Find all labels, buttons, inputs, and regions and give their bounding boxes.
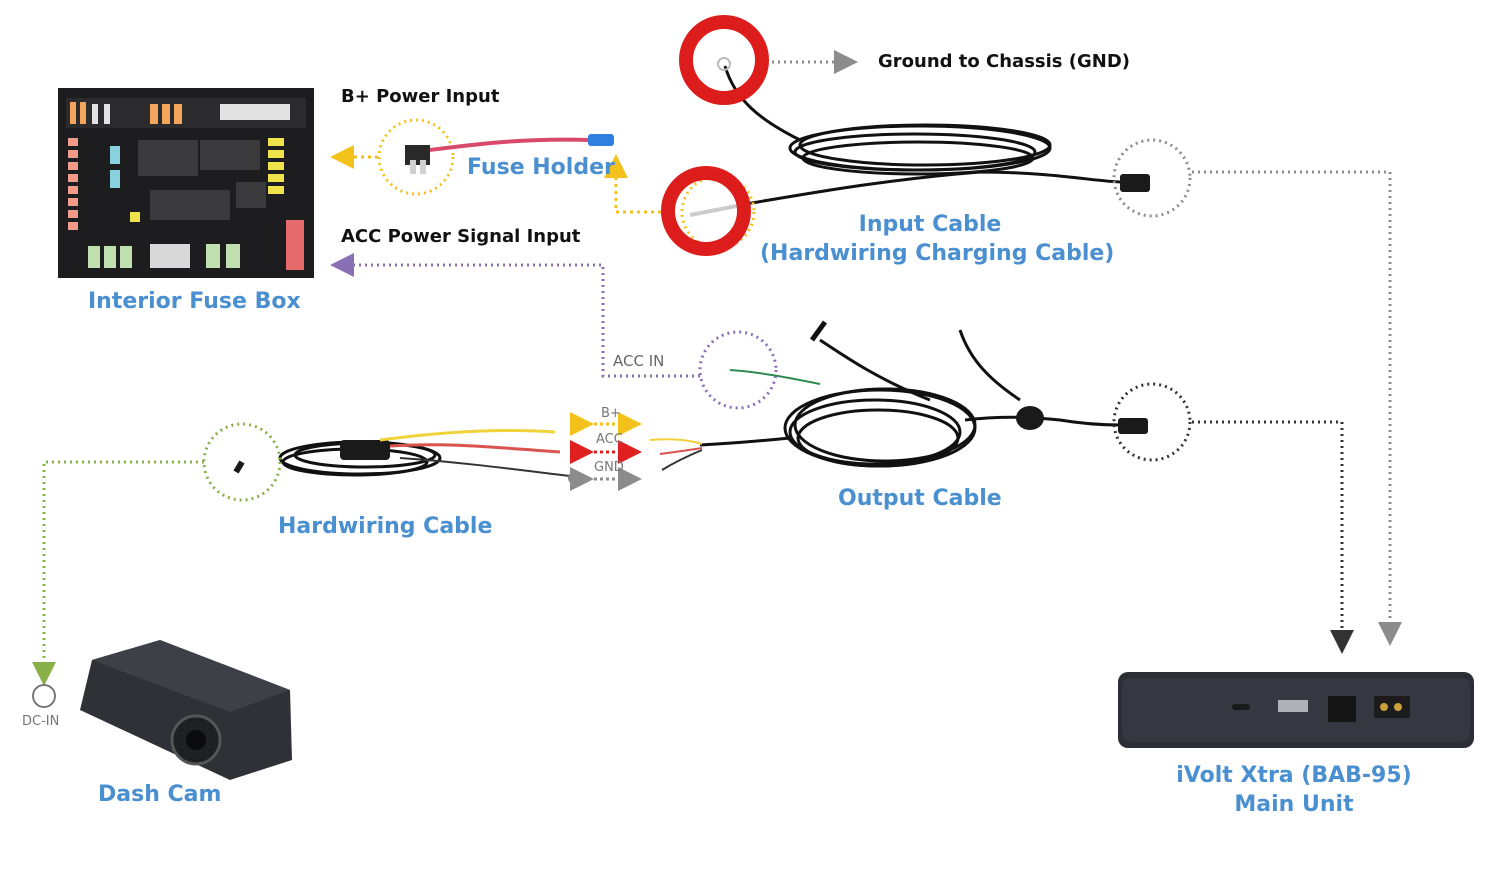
main-unit-sublabel: Main Unit — [1234, 792, 1354, 817]
acc-in-label: ACC IN — [613, 352, 665, 370]
ground-highlight-circle — [679, 15, 769, 105]
dc-in-port — [32, 684, 56, 708]
main-unit-label: iVolt Xtra (BAB-95) — [1176, 763, 1412, 788]
fuse-box-image — [58, 88, 314, 278]
fuse-holder-image — [405, 134, 614, 174]
acc-wire-label: ACC — [596, 432, 623, 447]
fuse-holder-callout — [377, 118, 455, 196]
fuse-lug-highlight-circle — [661, 166, 751, 256]
main-unit-image — [1118, 672, 1474, 748]
ground-label: Ground to Chassis (GND) — [878, 51, 1131, 72]
input-cable-connector — [1120, 174, 1150, 192]
hardwiring-cable-image — [233, 428, 580, 484]
output-cable-label: Output Cable — [838, 486, 1002, 511]
input-cable-sublabel: (Hardwiring Charging Cable) — [760, 241, 1115, 266]
acc-power-signal-input-label: ACC Power Signal Input — [341, 226, 581, 247]
gnd-wire-label: GND — [594, 460, 624, 475]
b-plus-power-input-label: B+ Power Input — [341, 86, 500, 107]
dash-cam-image — [80, 640, 292, 780]
input-cable-label: Input Cable — [858, 212, 1002, 237]
interior-fuse-box-label: Interior Fuse Box — [88, 289, 301, 314]
dash-cam-label: Dash Cam — [98, 782, 222, 807]
fuse-holder-label: Fuse Holder — [467, 155, 615, 180]
hardwiring-cable-label: Hardwiring Cable — [278, 514, 493, 539]
output-cable-image — [699, 320, 1121, 468]
input-cable-image — [723, 65, 1123, 207]
dc-in-label: DC-IN — [22, 714, 60, 729]
b-plus-wire-label: B+ — [601, 406, 621, 421]
